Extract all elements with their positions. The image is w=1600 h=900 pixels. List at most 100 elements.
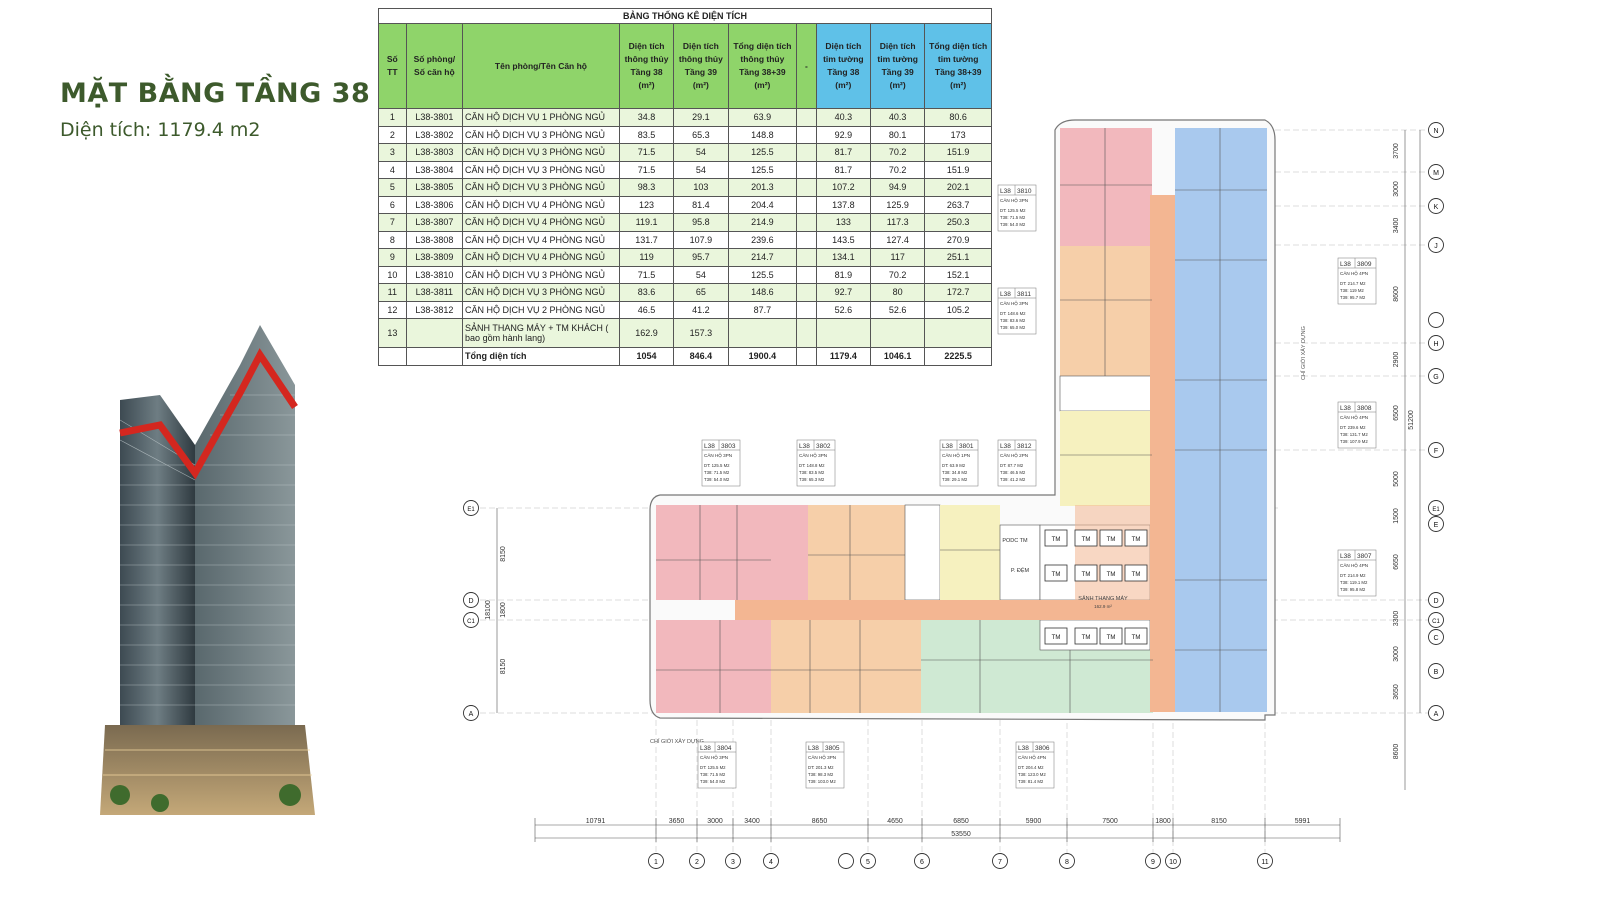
unit-label-code: L38 xyxy=(1340,261,1351,268)
axis-label-bottom: 5 xyxy=(866,859,870,866)
total-cell-dash xyxy=(796,347,817,366)
axis-label-right: C1 xyxy=(1432,619,1440,625)
cell-stt: 10 xyxy=(378,265,407,284)
cell-a38: 162.9 xyxy=(618,318,675,348)
axis-label-right: E1 xyxy=(1432,507,1440,513)
col-atot: Tổng diện tích thông thủy Tầng 38+39 (m²… xyxy=(727,23,798,109)
axis-bubble-bottom xyxy=(725,853,741,869)
unit-label-unit: 3802 xyxy=(816,443,831,450)
dim-right-total: 51200 xyxy=(1408,410,1415,430)
col-code: Số phòng/ Số căn hộ xyxy=(405,23,464,109)
cell-stt: 2 xyxy=(378,125,407,144)
tm-box xyxy=(1099,627,1123,645)
unit-label-code: L38 xyxy=(799,443,810,450)
tm-label: TM xyxy=(1132,537,1141,543)
axis-label-left: D xyxy=(468,598,473,605)
col-w38: Diện tích tim tường Tầng 38 (m²) xyxy=(815,23,872,109)
total-wtot: 2225.5 xyxy=(924,347,992,366)
unit-label-code: L38 xyxy=(808,745,819,752)
axis-label-bottom: 9 xyxy=(1151,859,1155,866)
unit-label-t38: T38: 34.8 M2 xyxy=(942,470,968,475)
cell-a39: 103 xyxy=(673,178,729,197)
cell-a39: 95.7 xyxy=(673,248,729,267)
unit-label-dt: DT: 125.5 M2 xyxy=(1000,208,1026,213)
dim-total-bottom: 53550 xyxy=(951,831,971,838)
cell-stt: 1 xyxy=(378,108,407,127)
unit-label-t38: T38: 71.5 M2 xyxy=(700,772,726,777)
tm-label: TM xyxy=(1132,635,1141,641)
cell-stt: 11 xyxy=(378,283,407,302)
dim-bottom: 10791 xyxy=(586,818,606,825)
axis-label-right: G xyxy=(1433,374,1438,381)
cell-stt: 8 xyxy=(378,230,407,249)
dim-right: 6650 xyxy=(1393,554,1400,570)
tm-label: TM xyxy=(1082,537,1091,543)
col-w39: Diện tích tim tường Tầng 39 (m²) xyxy=(869,23,926,109)
unit-label-t38: T38: 71.5 M2 xyxy=(704,470,730,475)
axis-bubble-bottom xyxy=(1257,853,1273,869)
unit-label-t39: T39: 54.0 M2 xyxy=(1000,222,1026,227)
tm-label: TM xyxy=(1082,572,1091,578)
cell-stt: 7 xyxy=(378,213,407,232)
cell-atot: 214.7 xyxy=(727,248,798,267)
unit-label-type: CĂN HỘ 4PN xyxy=(1340,414,1368,420)
cell-stt: 9 xyxy=(378,248,407,267)
unit-label-t39: T39: 81.4 M2 xyxy=(1018,779,1044,784)
dim-left: 1800 xyxy=(500,602,507,618)
floor-area: Diện tích: 1179.4 m2 xyxy=(60,119,261,141)
unit-label-dt: DT: 201.3 M2 xyxy=(808,765,834,770)
axis-label-left: C1 xyxy=(467,619,475,625)
col-a38: Diện tích thông thủy Tầng 38 (m²) xyxy=(618,23,675,109)
tm-box xyxy=(1044,564,1068,582)
unit-label-unit: 3805 xyxy=(825,745,840,752)
cell-w39: 94.9 xyxy=(869,178,926,197)
col-a39: Diện tích thông thủy Tầng 39 (m²) xyxy=(673,23,729,109)
cell-w39: 70.2 xyxy=(869,143,926,162)
cell-dash xyxy=(796,283,817,302)
lobby-area-label: 162.9 m² xyxy=(1094,604,1112,609)
dim-right: 5000 xyxy=(1393,471,1400,487)
cell-name: CĂN HỘ DỊCH VỤ 1 PHÒNG NGỦ xyxy=(462,108,620,127)
unit-label-unit: 3812 xyxy=(1017,443,1032,450)
axis-bubble-right xyxy=(1428,335,1444,351)
unit-label-t39: T39: 29.1 M2 xyxy=(942,477,968,482)
tm-box xyxy=(1124,529,1148,547)
unit-label-t39: T39: 95.8 M2 xyxy=(1340,587,1366,592)
cell-code xyxy=(405,318,464,348)
unit-label-code: L38 xyxy=(942,443,953,450)
dim-right: 1500 xyxy=(1393,508,1400,524)
cell-wtot: 172.7 xyxy=(924,283,992,302)
total-cell-stt xyxy=(378,347,407,366)
page-title: MẶT BẰNG TẦNG 38 xyxy=(60,78,371,109)
unit-3808 xyxy=(1175,320,1267,522)
dim-right: 3000 xyxy=(1393,646,1400,662)
unit-label-t39: T39: 54.0 M2 xyxy=(700,779,726,784)
stair-core-2 xyxy=(1059,375,1153,412)
unit-label-dt: DT: 125.5 M2 xyxy=(704,463,730,468)
cell-dash xyxy=(796,143,817,162)
axis-label-right: E xyxy=(1434,522,1439,529)
dim-left: 8150 xyxy=(500,546,507,562)
axis-label-right: H xyxy=(1433,341,1438,348)
tm-label: TM xyxy=(1052,635,1061,641)
cell-name: CĂN HỘ DỊCH VỤ 3 PHÒNG NGỦ xyxy=(462,143,620,162)
axis-bubble-left xyxy=(463,705,479,721)
dim-right: 3400 xyxy=(1393,218,1400,234)
dim-right: 3000 xyxy=(1393,181,1400,197)
axis-bubble-right xyxy=(1428,368,1444,384)
unit-3801 xyxy=(940,505,1000,600)
unit-label-code: L38 xyxy=(704,443,715,450)
dim-bottom: 5991 xyxy=(1295,818,1311,825)
axis-bubble-right xyxy=(1428,164,1444,180)
unit-label-type: CĂN HỘ 4PN xyxy=(1340,562,1368,568)
axis-label-right: M xyxy=(1433,170,1439,177)
tm-label: TM xyxy=(1107,572,1116,578)
